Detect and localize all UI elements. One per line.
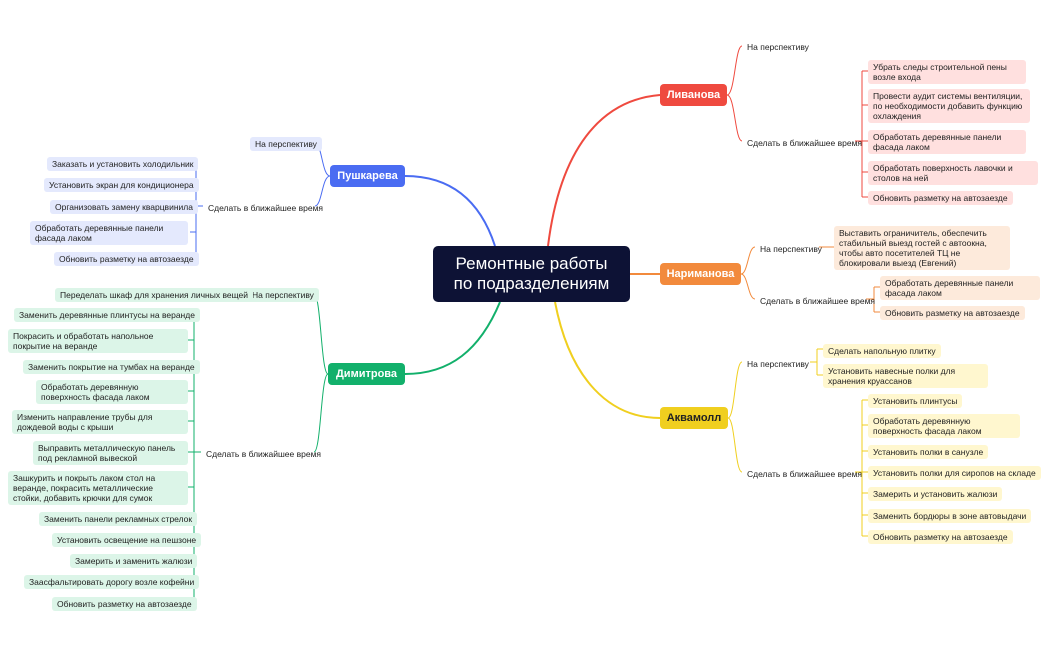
pushkareva-soon[interactable]: Сделать в ближайшее время — [208, 203, 324, 213]
central-topic-label: Ремонтные работы по подразделениям — [453, 254, 610, 293]
pushkareva-task[interactable]: Обработать деревянные панели фасада лако… — [30, 221, 188, 245]
dimitrova-task[interactable]: Обработать деревянную поверхность фасада… — [36, 380, 188, 404]
narimanova-persp-task[interactable]: Выставить ограничитель, обеспечить стаби… — [834, 226, 1010, 270]
akvamoll-perspective[interactable]: На перспективу — [747, 359, 809, 369]
central-topic[interactable]: Ремонтные работы по подразделениям — [433, 246, 630, 302]
dimitrova-task[interactable]: Заасфальтировать дорогу возле кофейни — [24, 575, 200, 589]
narimanova-soon[interactable]: Сделать в ближайшее время — [760, 296, 876, 306]
livanova-task[interactable]: Обработать деревянные панели фасада лако… — [868, 130, 1026, 154]
dimitrova-task[interactable]: Замерить и заменить жалюзи — [70, 554, 198, 568]
pushkareva-task[interactable]: Заказать и установить холодильник — [47, 157, 199, 171]
akvamoll-persp-task[interactable]: Установить навесные полки для хранения к… — [823, 364, 988, 388]
dimitrova-task[interactable]: Обновить разметку на автозаезде — [52, 597, 197, 611]
pushkareva-task[interactable]: Обновить разметку на автозаезде — [54, 252, 199, 266]
node-narimanova[interactable]: Нариманова — [660, 263, 741, 285]
dimitrova-task[interactable]: Заменить деревянные плинтусы на веранде — [14, 308, 200, 322]
node-livanova[interactable]: Ливанова — [660, 84, 727, 106]
akvamoll-task[interactable]: Заменить бордюры в зоне автовыдачи — [868, 509, 1032, 523]
akvamoll-task[interactable]: Установить плинтусы — [868, 394, 963, 408]
dimitrova-perspective[interactable]: На перспективу — [247, 288, 319, 302]
dimitrova-task[interactable]: Выправить металлическую панель под рекла… — [33, 441, 188, 465]
livanova-task[interactable]: Убрать следы строительной пены возле вхо… — [868, 60, 1026, 84]
livanova-perspective[interactable]: На перспективу — [747, 42, 809, 52]
akvamoll-task[interactable]: Установить полки в санузле — [868, 445, 989, 459]
dimitrova-task[interactable]: Покрасить и обработать напольное покрыти… — [8, 329, 188, 353]
dimitrova-persp-task[interactable]: Переделать шкаф для хранения личных веще… — [55, 288, 253, 302]
dimitrova-task[interactable]: Заменить покрытие на тумбах на веранде — [23, 360, 200, 374]
akvamoll-task[interactable]: Замерить и установить жалюзи — [868, 487, 1003, 501]
akvamoll-task[interactable]: Установить полки для сиропов на складе — [868, 466, 1041, 480]
akvamoll-soon[interactable]: Сделать в ближайшее время — [747, 469, 863, 479]
livanova-task[interactable]: Обновить разметку на автозаезде — [868, 191, 1013, 205]
akvamoll-task[interactable]: Обработать деревянную поверхность фасада… — [868, 414, 1020, 438]
akvamoll-persp-task[interactable]: Сделать напольную плитку — [823, 344, 941, 358]
akvamoll-task[interactable]: Обновить разметку на автозаезде — [868, 530, 1013, 544]
livanova-task[interactable]: Обработать поверхность лавочки и столов … — [868, 161, 1038, 185]
narimanova-task[interactable]: Обновить разметку на автозаезде — [880, 306, 1025, 320]
dimitrova-task[interactable]: Изменить направление трубы для дождевой … — [12, 410, 188, 434]
dimitrova-soon[interactable]: Сделать в ближайшее время — [206, 449, 322, 459]
pushkareva-perspective[interactable]: На перспективу — [250, 137, 322, 151]
pushkareva-task[interactable]: Установить экран для кондиционера — [44, 178, 199, 192]
dimitrova-task[interactable]: Установить освещение на пешзоне — [52, 533, 202, 547]
narimanova-task[interactable]: Обработать деревянные панели фасада лако… — [880, 276, 1040, 300]
pushkareva-task[interactable]: Организовать замену кварцвинила — [50, 200, 198, 214]
livanova-task[interactable]: Провести аудит системы вентиляции, по не… — [868, 89, 1030, 123]
node-dimitrova[interactable]: Димитрова — [328, 363, 405, 385]
narimanova-perspective[interactable]: На перспективу — [760, 244, 822, 254]
dimitrova-task[interactable]: Заменить панели рекламных стрелок — [39, 512, 198, 526]
livanova-soon[interactable]: Сделать в ближайшее время — [747, 138, 863, 148]
dimitrova-task[interactable]: Зашкурить и покрыть лаком стол на веранд… — [8, 471, 188, 505]
node-akvamoll[interactable]: Аквамолл — [660, 407, 728, 429]
node-pushkareva[interactable]: Пушкарева — [330, 165, 405, 187]
